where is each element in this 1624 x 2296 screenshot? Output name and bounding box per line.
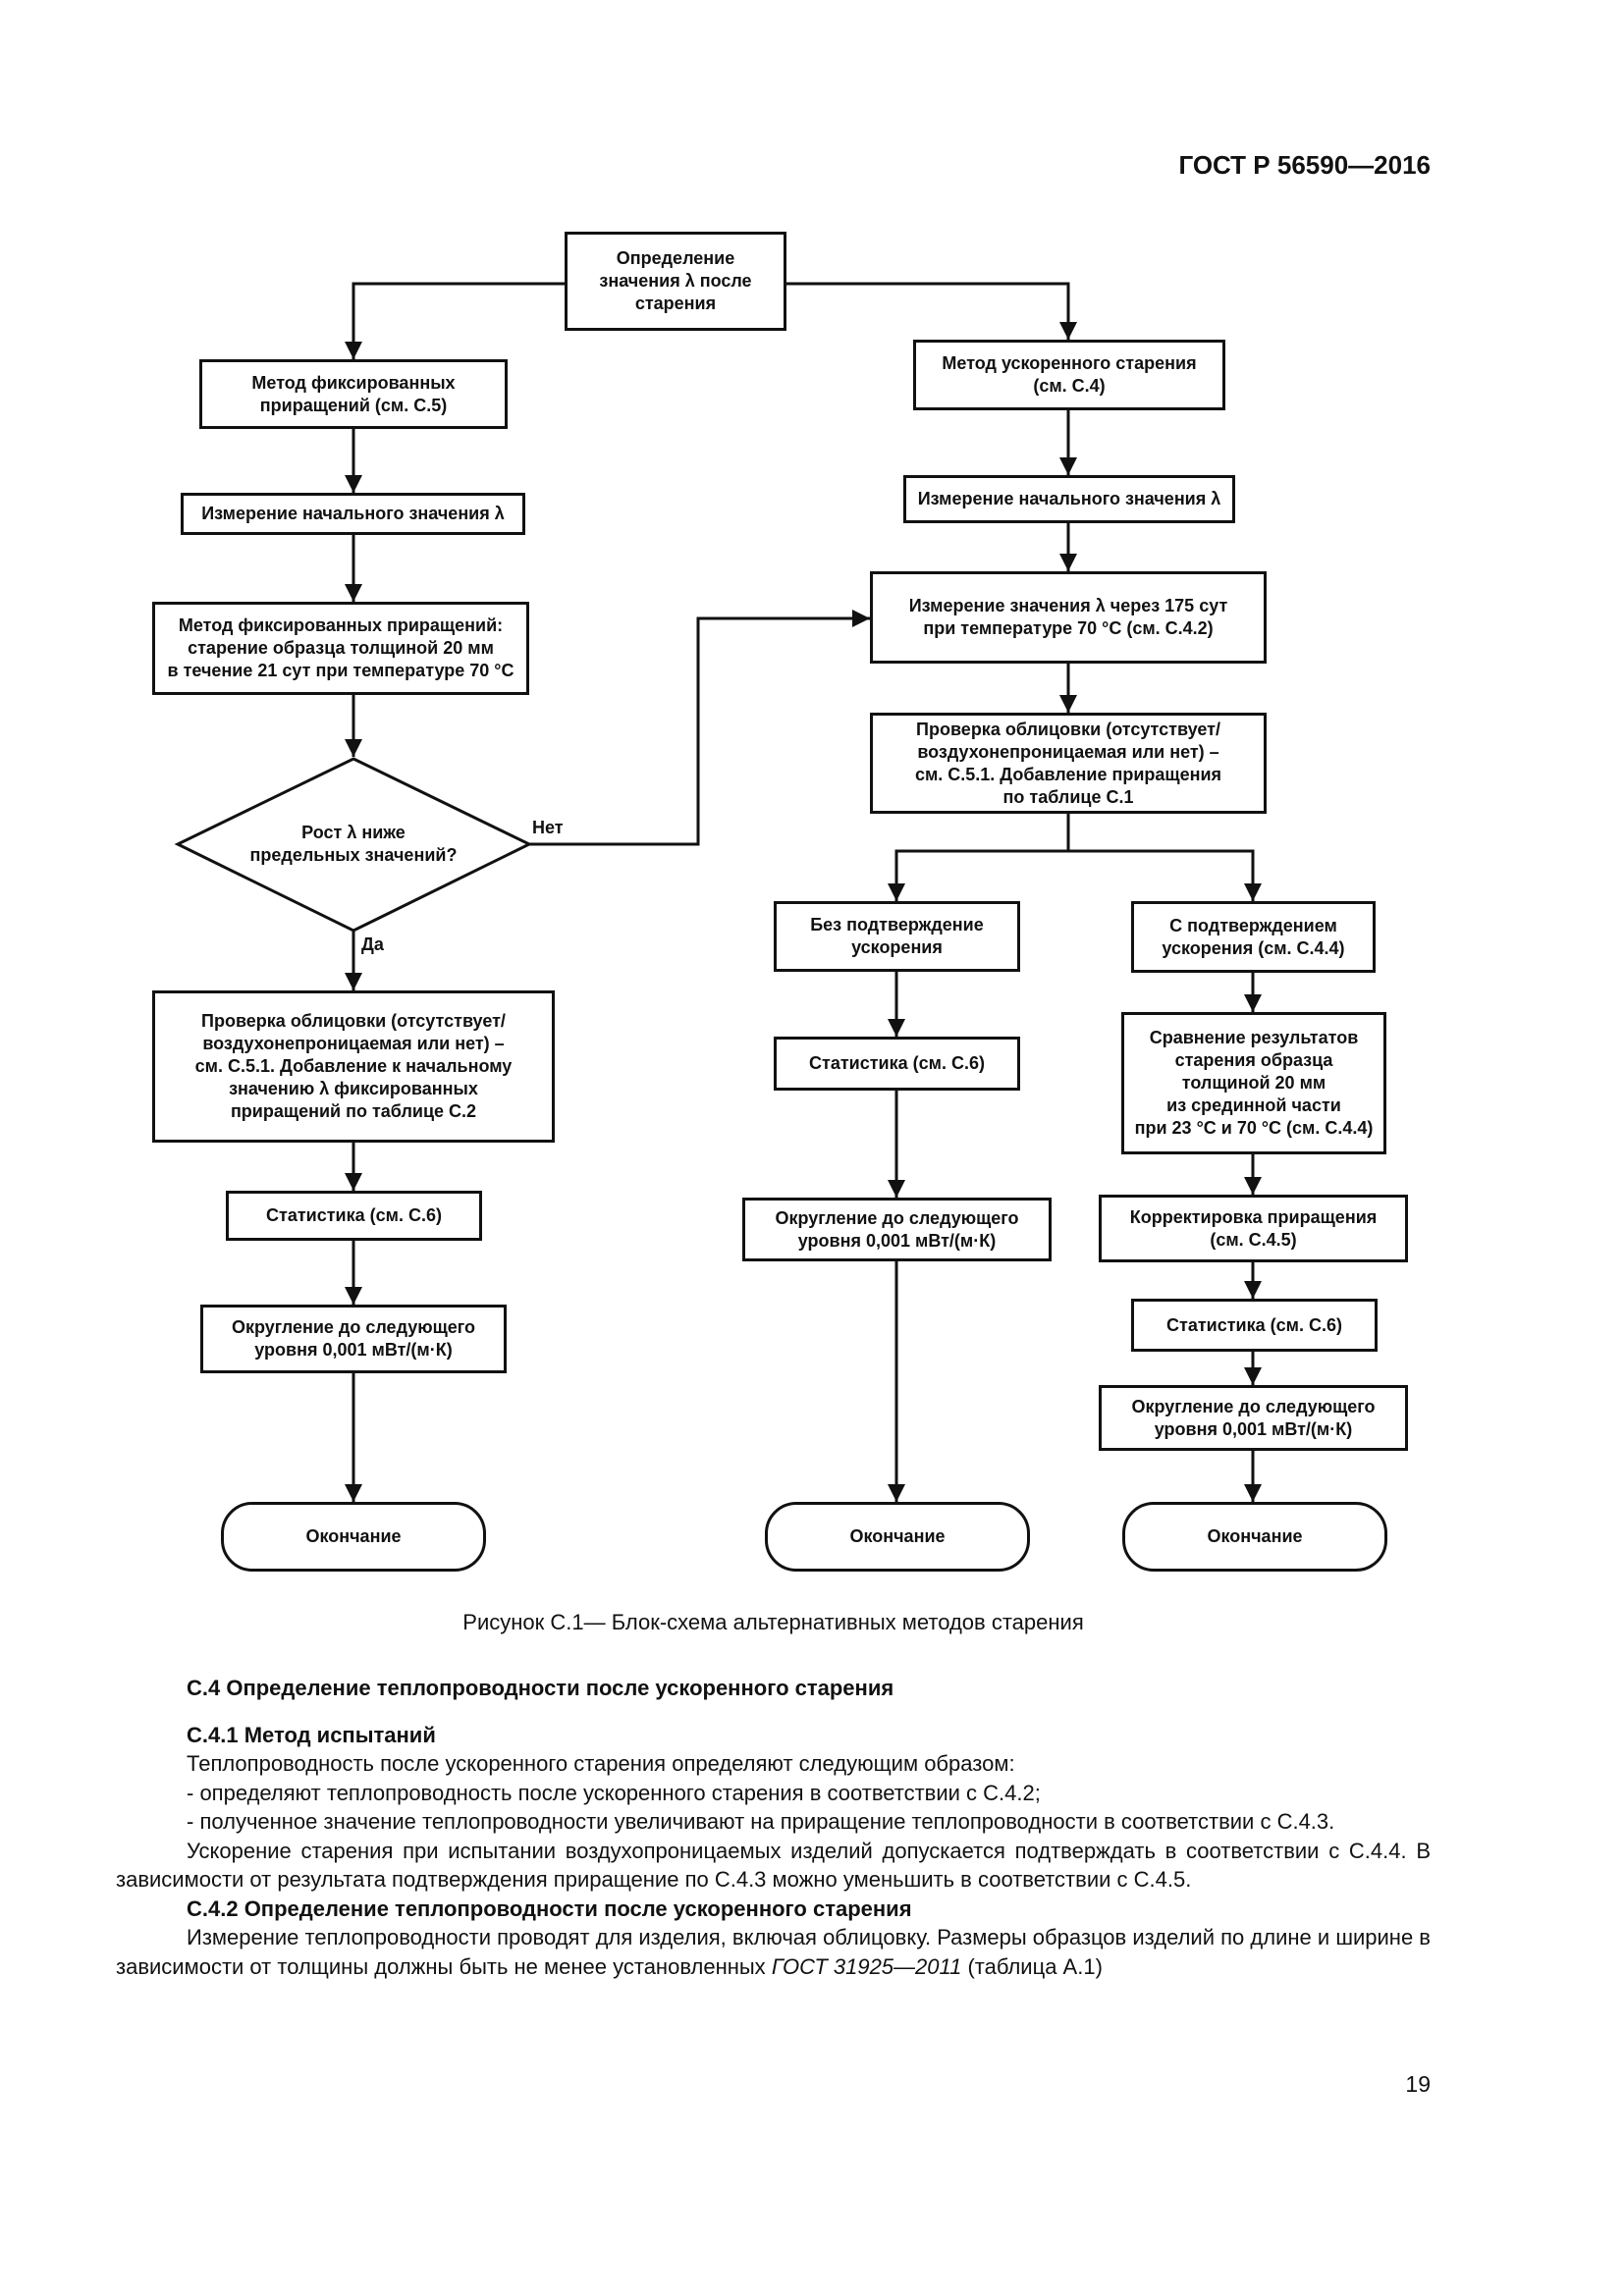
right-initial-measure-box: Измерение начального значения λ — [903, 475, 1235, 523]
arrow-start-right — [786, 282, 1077, 340]
decision-text: Рост λ ниже предельных значений? — [249, 823, 458, 865]
increment-correction-box: Корректировка приращения (см. С.4.5) — [1099, 1195, 1408, 1262]
right-cladding-check-box: Проверка облицовки (отсутствует/ воздухо… — [870, 713, 1267, 814]
paragraph-2: - определяют теплопроводность после уско… — [187, 1780, 1041, 1805]
branch-a-statistics-box: Статистика (см. С.6) — [774, 1037, 1020, 1091]
section-heading-c4: С.4 Определение теплопроводности после у… — [187, 1676, 894, 1700]
no-confirmation-box: Без подтверждение ускорения — [774, 901, 1020, 972]
branch-a-end-terminal: Окончание — [765, 1502, 1030, 1572]
fixed-increment-method-box: Метод фиксированных приращений (см. С.5) — [199, 359, 508, 429]
arrow-split-a — [888, 814, 1070, 901]
paragraph-1: Теплопроводность после ускоренного старе… — [187, 1751, 1015, 1776]
arrow-no — [529, 610, 870, 846]
paragraph-5-tail: (таблица А.1) — [961, 1953, 1103, 1979]
arrow-split-b — [1068, 849, 1262, 901]
gost-reference: ГОСТ 31925—2011 — [771, 1953, 962, 1979]
body-text: С.4 Определение теплопроводности после у… — [116, 1674, 1431, 1981]
paragraph-4: Ускорение старения при испытании воздухо… — [116, 1838, 1431, 1893]
measure-175-days-box: Измерение значения λ через 175 сут при т… — [870, 571, 1267, 664]
paragraph-5: Измерение теплопроводности проводят для … — [116, 1923, 1431, 1981]
left-cladding-check-box: Проверка облицовки (отсутствует/ воздухо… — [152, 990, 555, 1143]
standard-number: ГОСТ Р 56590—2016 — [1178, 150, 1431, 180]
paragraph-3: - полученное значение теплопроводности у… — [187, 1809, 1335, 1834]
yes-label: Да — [361, 934, 384, 954]
arrow-start-left — [345, 282, 565, 359]
no-label: Нет — [532, 818, 564, 837]
left-end-terminal: Окончание — [221, 1502, 486, 1572]
start-box: Определение значения λ после старения — [565, 232, 786, 331]
left-initial-measure-box: Измерение начального значения λ — [181, 493, 525, 535]
left-rounding-box: Округление до следующего уровня 0,001 мВ… — [200, 1305, 507, 1373]
branch-b-statistics-box: Статистика (см. С.6) — [1131, 1299, 1378, 1352]
left-statistics-box: Статистика (см. С.6) — [226, 1191, 482, 1241]
branch-b-end-terminal: Окончание — [1122, 1502, 1387, 1572]
branch-a-rounding-box: Округление до следующего уровня 0,001 мВ… — [742, 1198, 1052, 1261]
figure-caption: Рисунок С.1— Блок-схема альтернативных м… — [462, 1610, 1084, 1634]
page-number: 19 — [1405, 2071, 1431, 2097]
section-heading-c42: С.4.2 Определение теплопроводности после… — [187, 1896, 912, 1921]
decision-diamond — [174, 757, 533, 933]
branch-b-rounding-box: Округление до следующего уровня 0,001 мВ… — [1099, 1385, 1408, 1451]
fixed-increment-aging-box: Метод фиксированных приращений: старение… — [152, 602, 529, 695]
with-confirmation-box: С подтверждением ускорения (см. С.4.4) — [1131, 901, 1376, 973]
compare-results-box: Сравнение результатов старения образца т… — [1121, 1012, 1386, 1154]
accelerated-aging-method-box: Метод ускоренного старения (см. С.4) — [913, 340, 1225, 410]
paragraph-5-text: Измерение теплопроводности проводят для … — [116, 1925, 1431, 1979]
section-heading-c41: С.4.1 Метод испытаний — [187, 1722, 436, 1747]
